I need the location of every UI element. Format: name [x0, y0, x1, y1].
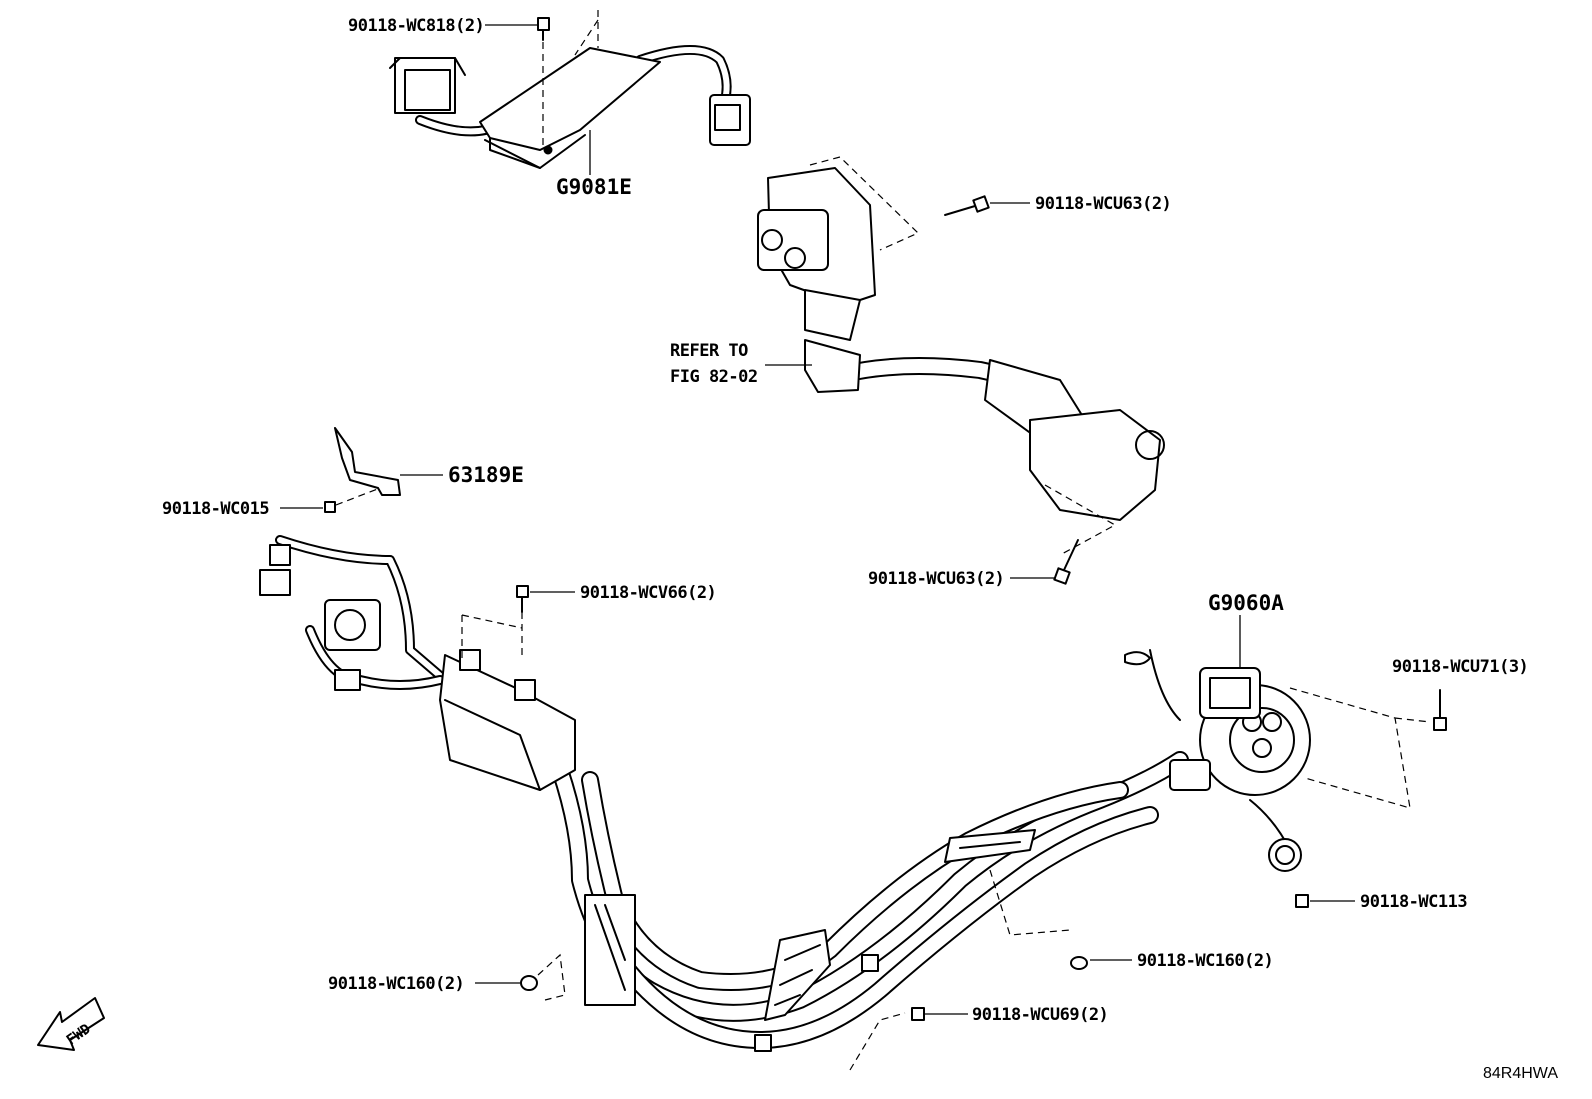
cable-assembly-upper [757, 167, 1165, 521]
label-bolt-wc015: 90118-WC015 [162, 499, 269, 519]
label-g9060a: G9060A [1208, 591, 1284, 615]
bolt-wc015 [324, 501, 336, 513]
bolt-wcv66 [516, 585, 529, 613]
bolt-wc113 [1295, 894, 1309, 908]
label-bolt-wc113: 90118-WC113 [1360, 892, 1467, 912]
label-63189e: 63189E [448, 463, 524, 487]
main-harness [259, 535, 1189, 1052]
label-bolt-wcu63-top: 90118-WCU63(2) [1035, 194, 1171, 214]
label-refer-line1: REFER TO [670, 341, 748, 361]
label-g9081e: G9081E [556, 175, 632, 199]
charge-inlet-g9060a [1124, 649, 1311, 872]
fwd-arrow-icon: FWD [37, 997, 105, 1051]
label-bolt-wcv66: 90118-WCV66(2) [580, 583, 716, 603]
nut-wc160-right [1070, 956, 1088, 970]
bolt-wcu69 [911, 1007, 925, 1021]
bolt-wcu63-top [944, 195, 990, 216]
bracket-63189e [334, 427, 401, 496]
label-bolt-wcu71: 90118-WCU71(3) [1392, 657, 1528, 677]
label-diagram-code: 84R4HWA [1483, 1065, 1558, 1082]
label-bolt-wc160-right: 90118-WC160(2) [1137, 951, 1273, 971]
label-refer-line2: FIG 82-02 [670, 367, 758, 387]
bolt-wcu71 [1433, 689, 1447, 731]
label-bolt-wc160-left: 90118-WC160(2) [328, 974, 464, 994]
label-bolt-wcu63-bottom: 90118-WCU63(2) [868, 569, 1004, 589]
module-g9081e [389, 45, 751, 169]
nut-wc160-left [520, 975, 538, 991]
label-bolt-wc818: 90118-WC818(2) [348, 16, 484, 36]
label-bolt-wcu69: 90118-WCU69(2) [972, 1005, 1108, 1025]
bolt-top [537, 17, 550, 41]
bolt-wcu63-bottom [1053, 539, 1079, 585]
